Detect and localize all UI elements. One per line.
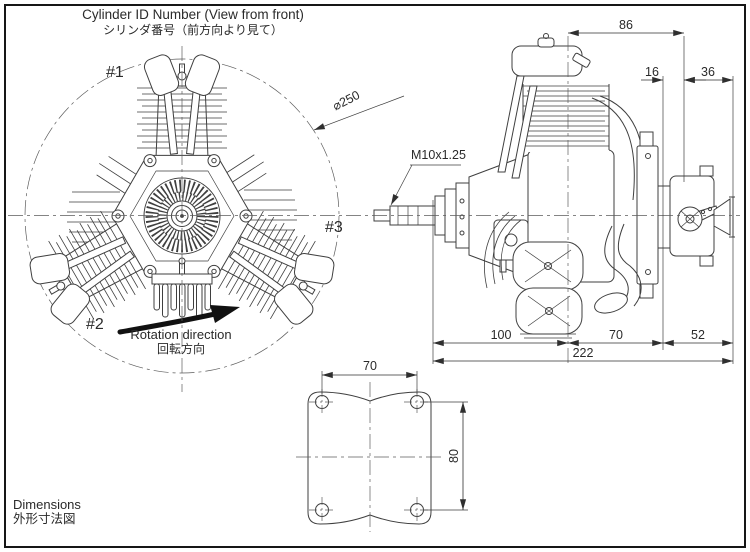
- carburetor-side: [657, 165, 735, 267]
- rotation-direction-label-en: Rotation direction: [130, 327, 232, 342]
- plate-centerlines: [296, 382, 444, 532]
- cylinder-3-assembly: [218, 210, 335, 325]
- mounting-plate-drawing: [296, 382, 444, 532]
- velocity-stack: [713, 198, 731, 236]
- crankcase-bosses: [111, 154, 253, 278]
- dim-16: 16: [645, 65, 659, 79]
- top-cylinder-side: [497, 33, 610, 179]
- lower-cylinders-side: [484, 211, 642, 339]
- dim-52: 52: [691, 328, 705, 342]
- drawing-border: [4, 4, 746, 548]
- cylinder-3-label: #3: [325, 219, 343, 236]
- dim-70: 70: [609, 328, 623, 342]
- title-english: Cylinder ID Number (View from front): [82, 7, 304, 22]
- dim-100: 100: [490, 328, 512, 342]
- plate-dim-80: 80: [447, 449, 461, 463]
- dim-36: 36: [701, 65, 715, 79]
- crankshaft-thread-label: M10x1.25: [411, 148, 466, 162]
- dim-86: 86: [619, 18, 633, 32]
- cylinder-1-label: #1: [106, 64, 124, 81]
- thread-leader: [390, 164, 461, 206]
- plate-dim-70: 70: [363, 359, 377, 373]
- dim-222: 222: [572, 346, 594, 360]
- rear-mounting-flange: [636, 131, 659, 299]
- cylinder-2-assembly: [29, 210, 146, 325]
- side-view-drawing: [373, 33, 735, 339]
- diameter-leader: [313, 95, 405, 131]
- dimension-lines: [321, 29, 734, 511]
- title-japanese: シリンダ番号（前方向より見て）: [103, 23, 283, 37]
- footer-english: Dimensions: [13, 497, 81, 512]
- footer-japanese: 外形寸法図: [13, 512, 76, 526]
- centerlines: [8, 36, 740, 392]
- rotation-direction-label-jp: 回転方向: [156, 342, 205, 356]
- cylinder-2-label: #2: [86, 316, 104, 333]
- rotation-arrow: [117, 305, 240, 335]
